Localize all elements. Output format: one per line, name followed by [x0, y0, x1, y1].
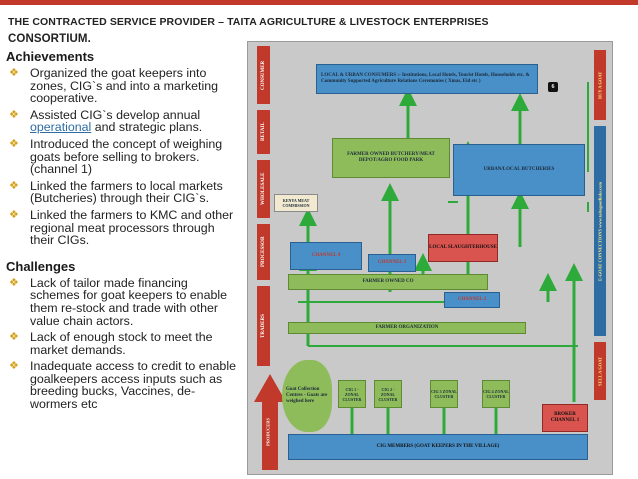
list-item: ❖Inadequate access to credit to enable g… — [9, 359, 236, 412]
slide-title: THE CONTRACTED SERVICE PROVIDER – TAITA … — [8, 14, 608, 48]
list-item: ❖Linked the farmers to local markets (Bu… — [9, 178, 223, 206]
band-e-goat-connections: E-GOAT CONNECTIONS www.taitagoatlinks.co… — [594, 126, 606, 336]
urban-butcheries-box: URBAN/LOCAL BUTCHERIES — [453, 144, 585, 196]
band-producers: PRODUCERS — [265, 418, 271, 447]
channel-4-box: CHANNEL 4 — [290, 242, 362, 270]
list-item: ❖Assisted CIG`s develop annual operation… — [9, 107, 203, 135]
top-accent-bar — [0, 0, 638, 5]
farmer-organization-box: FARMER ORGANIZATION — [288, 322, 526, 334]
kmc-box: KENYA MEAT COMMISSION — [274, 194, 318, 212]
list-item: ❖Lack of tailor made financing schemes f… — [9, 275, 227, 328]
band-traders: TRADERS — [257, 286, 270, 366]
local-slaughterhouse-box: LOCAL SLAUGHTERHOUSE — [428, 234, 498, 262]
cig-cluster-3: CIG 3 ZONAL CLUSTER — [430, 380, 458, 408]
challenges-list: ❖Lack of tailor made financing schemes f… — [6, 275, 238, 412]
cig-cluster-1: CIG 1 - ZONAL CLUSTER — [338, 380, 366, 408]
farmer-owned-co-box: FARMER OWNED CO — [288, 274, 488, 290]
step-badge: 6 — [548, 82, 558, 92]
cig-members-box: CIG MEMBERS (GOAT KEEPERS IN THE VILLAGE… — [288, 434, 588, 460]
achievements-heading: Achievements — [6, 49, 95, 64]
band-processor: PROCESSOR — [257, 224, 270, 280]
value-chain-diagram: CONSUMER RETAIL WHOLESALE PROCESSOR TRAD… — [247, 41, 613, 475]
achievements-list: ❖Organized the goat keepers into zones, … — [6, 67, 238, 247]
list-item: ❖Lack of enough stock to meet the market… — [9, 330, 213, 357]
farmer-butchery-box: FARMER OWNED BUTCHERY/MEAT DEPOT/AGRO FO… — [332, 138, 450, 178]
consumers-box: LOCAL & URBAN CONSUMERS :- Institutions,… — [316, 64, 538, 94]
band-buy-a-goat: BUY A GOAT — [594, 50, 606, 120]
list-item: ❖Introduced the concept of weighing goat… — [9, 136, 223, 177]
bullet-icon: ❖ — [9, 179, 19, 192]
goat-collection-centres: Goat Collection Centres - Goats are weig… — [282, 360, 332, 432]
bullet-icon: ❖ — [9, 108, 19, 121]
list-item: ❖Organized the goat keepers into zones, … — [9, 66, 219, 106]
broker-channel-1-box: BROKER CHANNEL 1 — [542, 404, 588, 432]
bullet-icon: ❖ — [9, 137, 19, 150]
channel-3-box: CHANNEL 3 — [368, 254, 416, 272]
bullet-icon: ❖ — [9, 67, 19, 79]
channel-2-box: CHANNEL 2 — [444, 292, 500, 308]
challenges-heading: Challenges — [6, 258, 76, 274]
bullet-icon: ❖ — [9, 276, 19, 289]
bullet-icon: ❖ — [9, 360, 19, 373]
cig-cluster-4: CIG 4 ZONAL CLUSTER — [482, 380, 510, 408]
band-retail: RETAIL — [257, 110, 270, 154]
operational-link[interactable]: operational — [30, 120, 92, 135]
title-line-2: CONSORTIUM. — [8, 33, 91, 45]
band-wholesale: WHOLESALE — [257, 160, 270, 218]
band-consumer: CONSUMER — [257, 46, 270, 104]
text-column: Achievements ❖Organized the goat keepers… — [6, 49, 238, 415]
title-line-1: THE CONTRACTED SERVICE PROVIDER – TAITA … — [8, 16, 489, 28]
bullet-icon: ❖ — [9, 331, 19, 344]
list-item: ❖Linked the farmers to KMC and other reg… — [9, 207, 234, 248]
band-sell-a-goat: SELL A GOAT — [594, 342, 606, 400]
bullet-icon: ❖ — [9, 208, 19, 221]
producers-arrow — [254, 374, 286, 470]
cig-cluster-2: CIG 2 - ZONAL CLUSTER — [374, 380, 402, 408]
